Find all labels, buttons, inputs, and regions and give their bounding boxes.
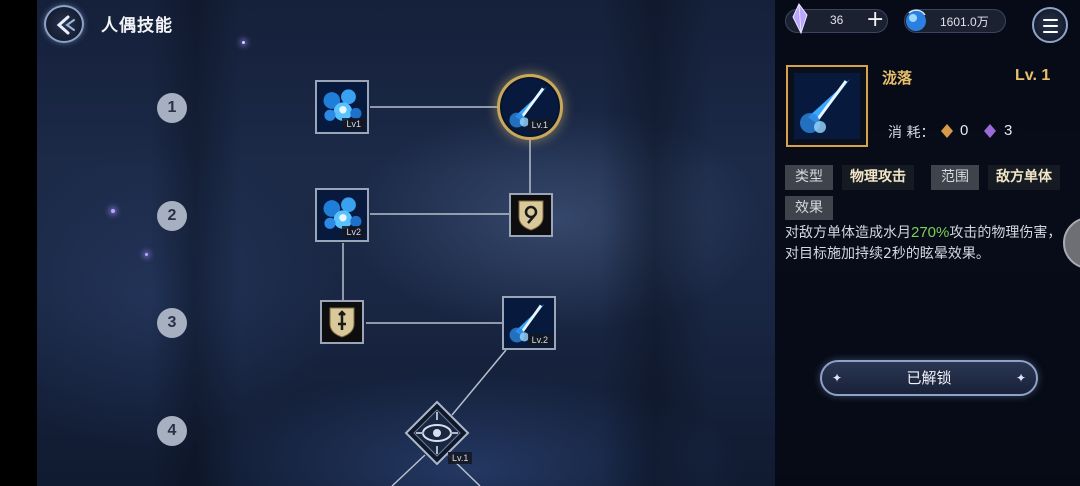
left-black-bar: [0, 0, 37, 486]
row-number: 1: [157, 93, 187, 123]
row-number: 4: [157, 416, 187, 446]
purple-gem-icon: [984, 124, 996, 138]
selected-skill-icon: [786, 65, 868, 147]
shield-sword-icon: [329, 307, 355, 338]
gold-cost: 0: [960, 122, 969, 139]
damage-percent: 270%: [911, 224, 950, 241]
add-crystal-icon[interactable]: +: [866, 7, 885, 32]
row-number: 2: [157, 201, 187, 231]
node-level: Lv.1: [527, 119, 552, 131]
gold-gem-icon: [941, 124, 953, 138]
cost-label: 消 耗：: [888, 125, 935, 141]
range-value: 敌方单体: [988, 165, 1060, 190]
node-level: Lv.2: [527, 334, 552, 346]
node-level: Lv1: [342, 118, 365, 130]
skill-node-water-spear-2[interactable]: Lv.2: [502, 296, 556, 350]
skill-tree-links: [342, 106, 531, 486]
unlocked-button[interactable]: ✦ 已解锁 ✦: [820, 360, 1038, 396]
sparkle-icon: ✦: [1015, 371, 1026, 385]
skill-node-water-burst-2[interactable]: Lv2: [315, 188, 369, 242]
skill-level: Lv. 1: [1015, 67, 1051, 84]
water-burst-icon: [317, 82, 367, 132]
back-arrow-icon: [56, 15, 75, 35]
water-spear-icon: [794, 73, 860, 139]
menu-button[interactable]: [1032, 7, 1068, 43]
page-title: 人偶技能: [101, 16, 173, 36]
range-label: 范围: [931, 165, 979, 190]
sparkle: [242, 41, 245, 44]
sparkle-icon: ✦: [832, 371, 843, 385]
type-label: 类型: [785, 165, 833, 190]
node-level: Lv2: [342, 226, 365, 238]
shield-rune-icon: [518, 200, 544, 231]
skill-node-falling-torrent[interactable]: Lv.1: [500, 77, 560, 137]
background-pillar: [150, 0, 240, 486]
skill-node-locked[interactable]: [509, 193, 553, 237]
skill-name: 泷落: [882, 69, 913, 87]
node-level: Lv.1: [448, 452, 473, 464]
blue-orb-icon: [906, 9, 926, 31]
skill-node-water-burst[interactable]: Lv1: [315, 80, 369, 134]
sparkle: [145, 253, 148, 256]
crystal-icon: [792, 3, 808, 35]
purple-cost: 3: [1004, 122, 1013, 139]
crystal-count: 36: [830, 13, 844, 27]
menu-icon: [1043, 19, 1058, 21]
orb-count: 1601.0万: [940, 15, 989, 29]
background-pillar: [600, 0, 710, 486]
row-number: 3: [157, 308, 187, 338]
skill-node-locked[interactable]: [320, 300, 364, 344]
effect-label: 效果: [785, 196, 833, 220]
back-button[interactable]: [44, 5, 84, 43]
skill-description: 对敌方单体造成水月270%攻击的物理伤害，对目标施加持续2秒的眩晕效果。: [785, 224, 1062, 262]
ultimate-eye-icon[interactable]: [404, 400, 470, 466]
sparkle: [111, 209, 115, 213]
type-value: 物理攻击: [842, 165, 914, 190]
